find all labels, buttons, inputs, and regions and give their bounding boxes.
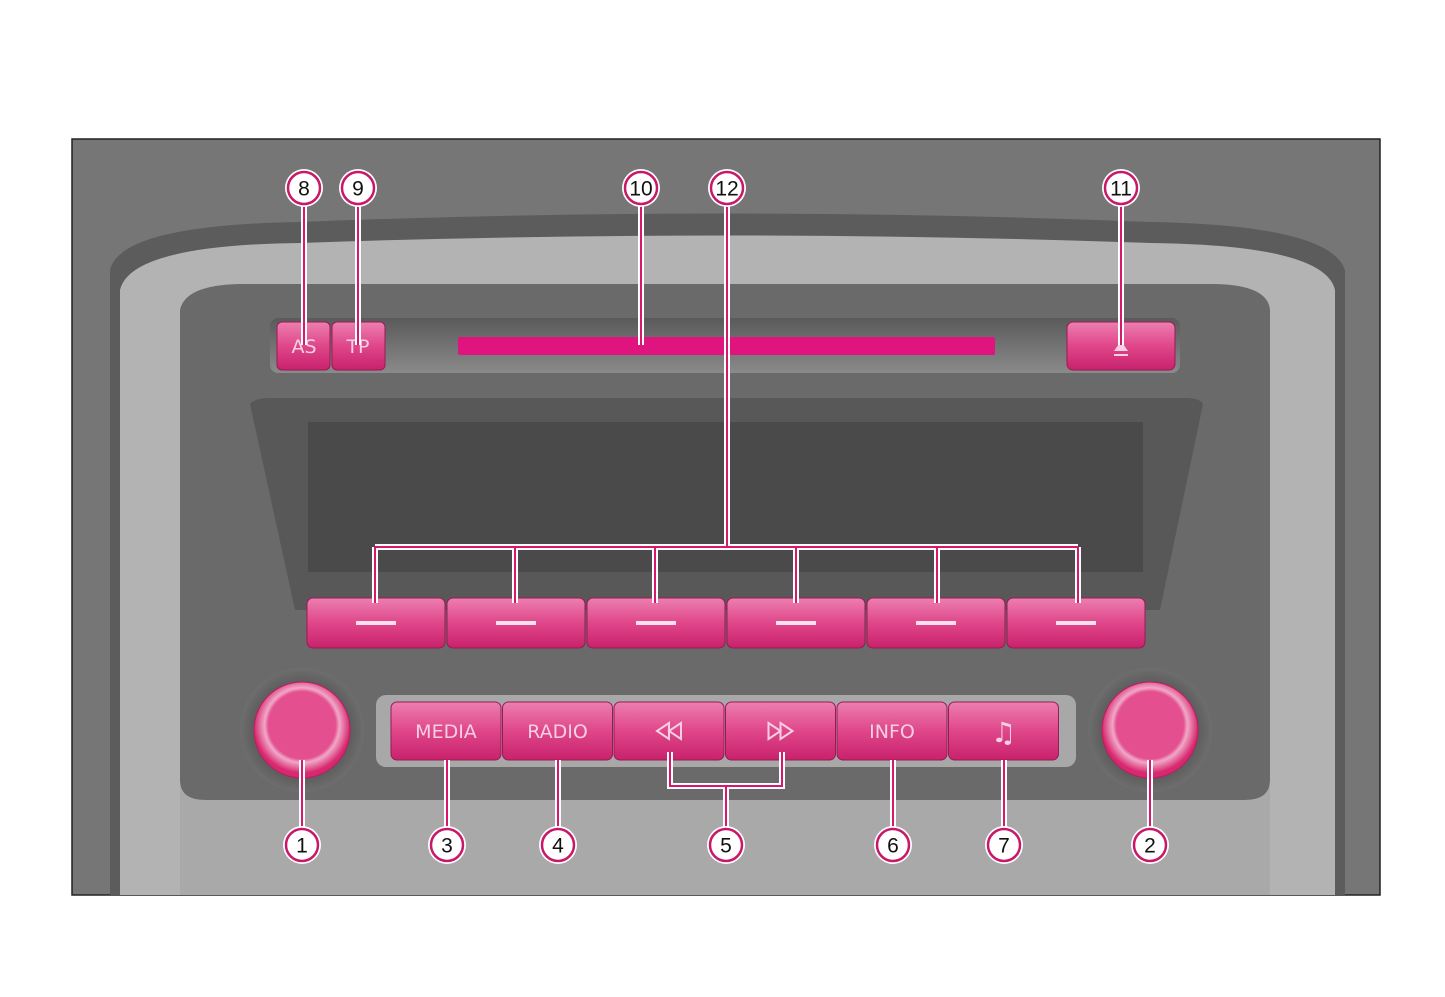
callout-8: 8 <box>285 169 323 207</box>
callout-number: 11 <box>1110 178 1132 201</box>
dash-icon <box>776 621 816 625</box>
button-label: INFO <box>869 721 915 743</box>
preset-button-5[interactable] <box>866 597 1006 649</box>
callout-number: 5 <box>720 835 732 858</box>
callout-number: 3 <box>441 835 453 858</box>
rewind-button[interactable]: « <box>613 701 725 761</box>
preset-button-6[interactable] <box>1006 597 1146 649</box>
button-label: RADIO <box>527 721 588 743</box>
callout-number: 9 <box>352 178 364 201</box>
media-button[interactable]: MEDIA <box>390 701 502 761</box>
callout-9: 9 <box>339 169 377 207</box>
callout-number: 6 <box>887 835 899 858</box>
dash-icon <box>1056 621 1096 625</box>
dash-icon <box>636 621 676 625</box>
fast-forward-icon: » <box>775 721 787 743</box>
right-knob[interactable] <box>1088 668 1212 792</box>
callout-number: 7 <box>998 835 1010 858</box>
dash-icon <box>496 621 536 625</box>
left-knob[interactable] <box>240 668 364 792</box>
dash-icon <box>356 621 396 625</box>
music-note-icon: ♫ <box>991 716 1016 749</box>
callout-7: 7 <box>985 826 1023 864</box>
preset-button-4[interactable] <box>726 597 866 649</box>
music-button[interactable]: ♫ <box>948 701 1059 761</box>
tp-label: TP <box>345 336 369 358</box>
bottom-buttons: MEDIA RADIO « » INFO ♫ <box>390 701 1059 761</box>
fast-forward-button[interactable]: » <box>725 701 836 761</box>
preset-button-3[interactable] <box>586 597 726 649</box>
callout-1: 1 <box>283 826 321 864</box>
tp-button[interactable]: TP <box>331 321 386 371</box>
radio-button[interactable]: RADIO <box>502 701 613 761</box>
callout-number: 8 <box>298 178 310 201</box>
button-label: MEDIA <box>415 721 477 743</box>
leader-lines <box>299 205 1153 828</box>
callout-number: 2 <box>1144 835 1156 858</box>
rewind-icon <box>655 721 682 741</box>
callout-10: 10 <box>622 169 660 207</box>
callout-2: 2 <box>1131 826 1169 864</box>
rewind-icon: « <box>663 721 675 743</box>
callout-number: 1 <box>296 835 308 858</box>
eject-icon <box>1114 341 1128 356</box>
preset-button-1[interactable] <box>306 597 446 649</box>
dash-icon <box>916 621 956 625</box>
preset-button-2[interactable] <box>446 597 586 649</box>
fast-forward-icon <box>767 721 795 741</box>
preset-buttons <box>306 597 1146 649</box>
callout-4: 4 <box>539 826 577 864</box>
callout-5: 5 <box>707 826 745 864</box>
callout-12: 12 <box>708 169 746 207</box>
callout-6: 6 <box>874 826 912 864</box>
callout-number: 4 <box>552 835 564 858</box>
callout-11: 11 <box>1102 169 1140 207</box>
callout-number: 12 <box>715 178 738 201</box>
callout-3: 3 <box>428 826 466 864</box>
as-label: AS <box>291 336 316 358</box>
as-button[interactable]: AS <box>276 321 331 371</box>
info-button[interactable]: INFO <box>836 701 948 761</box>
callout-number: 10 <box>629 178 652 201</box>
